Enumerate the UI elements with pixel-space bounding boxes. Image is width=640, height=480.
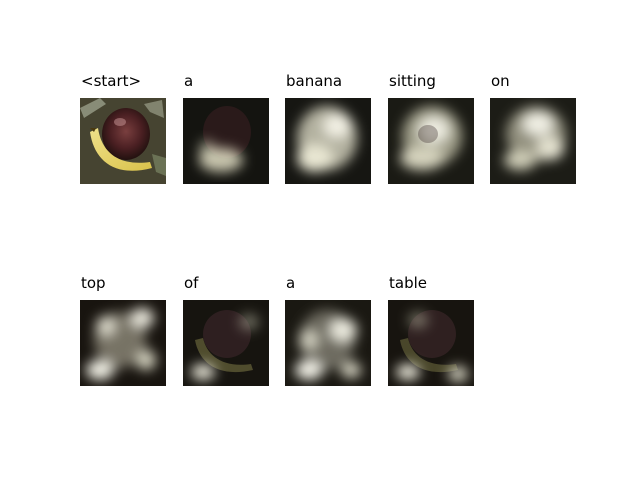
caption-word: on — [491, 72, 510, 90]
attention-map — [80, 300, 166, 386]
caption-word: banana — [286, 72, 343, 90]
caption-word: sitting — [389, 72, 436, 90]
caption-word: table — [389, 274, 427, 292]
attention-map — [388, 98, 474, 184]
photo-banana-apple — [80, 98, 166, 184]
caption-word: a — [184, 72, 194, 90]
attention-map — [183, 300, 269, 386]
caption-word: a — [286, 274, 296, 292]
caption-word: <start> — [81, 72, 142, 90]
attention-map — [285, 98, 371, 184]
attention-map — [285, 300, 371, 386]
attention-map — [183, 98, 269, 184]
caption-word: of — [184, 274, 199, 292]
attention-map — [388, 300, 474, 386]
attention-map — [490, 98, 576, 184]
caption-word: top — [81, 274, 106, 292]
